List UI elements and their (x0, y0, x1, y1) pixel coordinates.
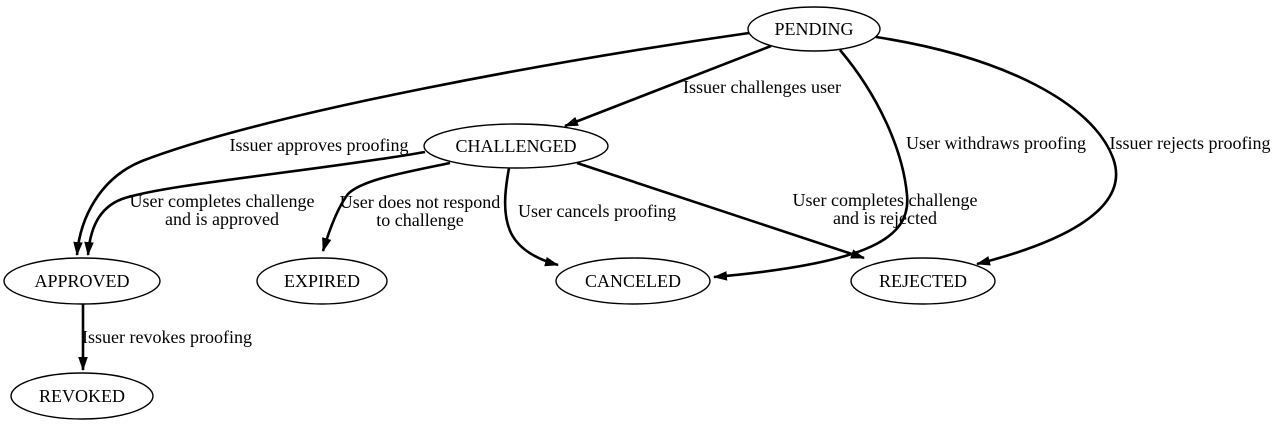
edge-label-user-completes-challenge-rejected-line1: User completes challenge (793, 190, 978, 210)
node-label-expired: EXPIRED (284, 271, 360, 291)
edge-label-user-does-not-respond-line1: User does not respond (340, 192, 500, 212)
node-label-canceled: CANCELED (585, 271, 681, 291)
node-ellipse-rejected (850, 257, 996, 305)
edge-pending-rejected (875, 35, 1118, 266)
node-label-pending: PENDING (775, 19, 854, 39)
edge-group (73, 31, 1118, 371)
edge-pending-approved (73, 31, 750, 256)
state-node-revoked: REVOKED (10, 372, 154, 420)
node-label-challenged: CHALLENGED (456, 136, 577, 156)
node-ellipse-challenged (423, 123, 609, 169)
state-node-challenged: CHALLENGED (423, 123, 609, 169)
edge-pending-canceled (713, 49, 909, 281)
state-node-approved: APPROVED (3, 257, 161, 305)
node-label-revoked: REVOKED (39, 386, 125, 406)
edge-label-issuer-approves-proofing: Issuer approves proofing (230, 135, 409, 155)
node-label-rejected: REJECTED (879, 271, 967, 291)
edge-label-user-cancels-proofing: User cancels proofing (518, 201, 676, 221)
edge-label-user-does-not-respond-line2: to challenge (376, 210, 463, 230)
edge-label-issuer-revokes-proofing: Issuer revokes proofing (82, 327, 252, 347)
edge-pending-challenged (564, 44, 772, 128)
state-node-pending: PENDING (747, 6, 881, 52)
node-ellipse-expired (256, 257, 388, 305)
state-node-rejected: REJECTED (850, 257, 996, 305)
node-label-approved: APPROVED (34, 271, 129, 291)
edge-label-user-completes-challenge-approved-line1: User completes challenge (130, 191, 315, 211)
edge-challenged-rejected (576, 161, 865, 260)
edge-label-user-withdraws-proofing: User withdraws proofing (906, 133, 1086, 153)
node-ellipse-pending (747, 6, 881, 52)
node-ellipse-canceled (555, 257, 711, 305)
node-group: PENDING CHALLENGED APPROVED EXPIRED CANC… (3, 6, 996, 420)
node-ellipse-revoked (10, 372, 154, 420)
edge-label-issuer-challenges-user: Issuer challenges user (683, 77, 841, 97)
edge-label-user-completes-challenge-approved-line2: and is approved (165, 209, 279, 229)
node-ellipse-approved (3, 257, 161, 305)
edge-label-user-completes-challenge-rejected-line2: and is rejected (833, 208, 937, 228)
edge-challenged-approved (84, 150, 426, 256)
state-node-canceled: CANCELED (555, 257, 711, 305)
edge-challenged-canceled (503, 167, 559, 267)
edge-label-issuer-rejects-proofing: Issuer rejects proofing (1110, 133, 1271, 153)
state-node-expired: EXPIRED (256, 257, 388, 305)
edge-challenged-expired (321, 161, 451, 252)
edge-label-group: Issuer challenges user Issuer approves p… (82, 77, 1270, 347)
